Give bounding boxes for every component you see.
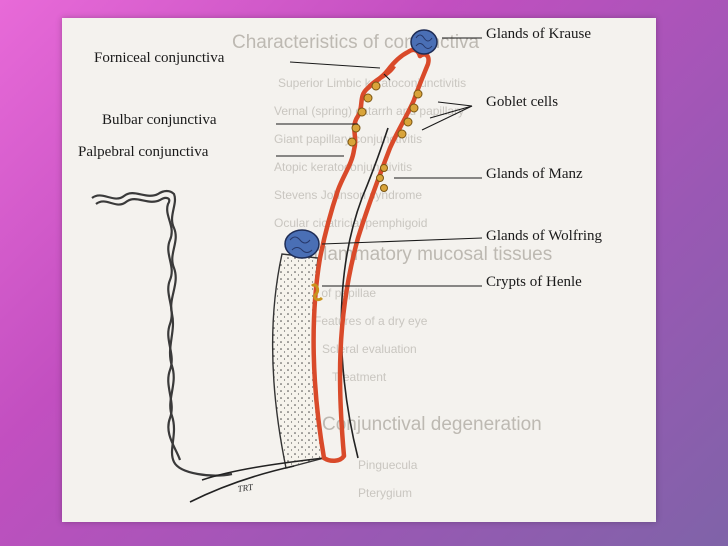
leader-lines	[276, 37, 483, 287]
glands-manz	[376, 164, 388, 192]
goblet-cells	[347, 81, 423, 147]
sclera-line	[340, 127, 389, 459]
label-forniceal-conjunctiva: Forniceal conjunctiva	[94, 50, 225, 66]
gland-wolfring-texture	[289, 236, 313, 253]
label-goblet-cells: Goblet cells	[486, 94, 559, 110]
gland-wolfring-shape	[284, 229, 320, 259]
tarsal-plate-texture	[272, 254, 324, 468]
gland-krause-texture	[415, 34, 433, 49]
label-glands-wolfring: Glands of Wolfring	[486, 228, 603, 244]
label-crypts-henle: Crypts of Henle	[486, 274, 582, 290]
signature-text: TRT	[237, 482, 255, 494]
gland-krause-shape	[410, 29, 438, 55]
slide-frame: Characteristics of conjunctiva Superior …	[62, 18, 656, 522]
crypts-henle	[310, 283, 324, 302]
conjunctiva-diagram: TRT	[91, 29, 483, 503]
label-palpebral-conjunctiva: Palpebral conjunctiva	[78, 144, 209, 160]
forniceal-fold	[366, 64, 396, 90]
label-glands-manz: Glands of Manz	[486, 166, 583, 182]
label-bulbar-conjunctiva: Bulbar conjunctiva	[102, 112, 217, 128]
lid-outline	[189, 457, 325, 503]
label-glands-krause: Glands of Krause	[486, 26, 591, 42]
muscle-fibre	[91, 189, 233, 477]
